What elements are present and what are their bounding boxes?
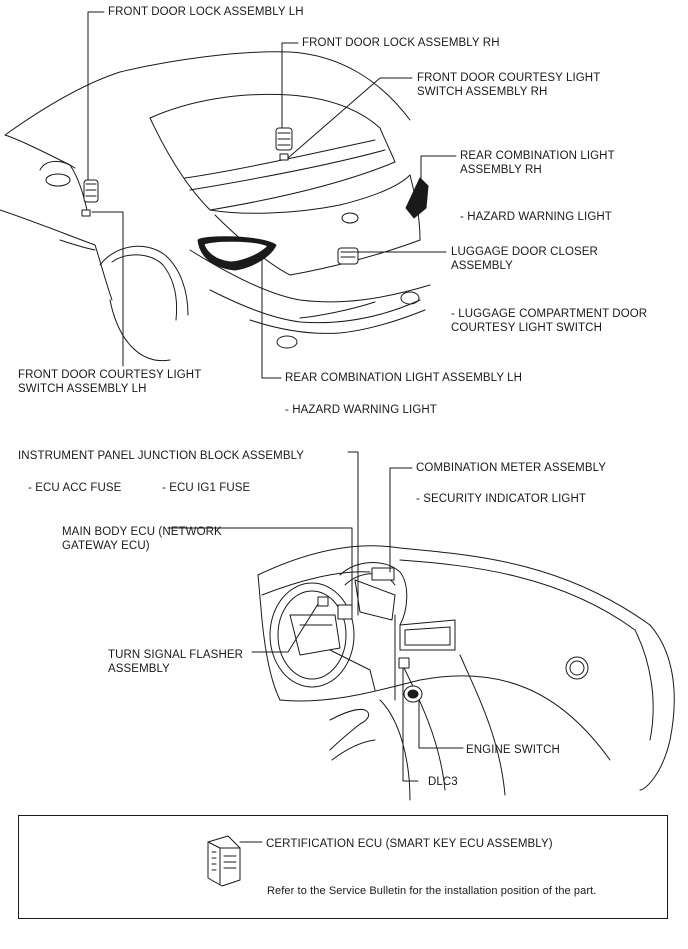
- label-security-indicator: - SECURITY INDICATOR LIGHT: [416, 493, 587, 505]
- label-rear-combination-rh-line2: ASSEMBLY RH: [460, 164, 542, 176]
- label-engine-switch: ENGINE SWITCH: [466, 744, 560, 756]
- label-front-door-lock-lh: FRONT DOOR LOCK ASSEMBLY LH: [108, 6, 304, 18]
- label-courtesy-switch-rh-line1: FRONT DOOR COURTESY LIGHT: [417, 72, 601, 84]
- certification-ecu-icon: [207, 835, 263, 887]
- label-ecu-acc-fuse: - ECU ACC FUSE: [28, 482, 122, 494]
- label-combination-meter: COMBINATION METER ASSEMBLY: [416, 462, 607, 474]
- label-rear-combination-lh: REAR COMBINATION LIGHT ASSEMBLY LH: [285, 372, 523, 384]
- label-luggage-switch-line1: - LUGGAGE COMPARTMENT DOOR: [451, 308, 648, 320]
- label-turn-flasher-line2: ASSEMBLY: [108, 663, 170, 675]
- label-luggage-switch-line2: COURTESY LIGHT SWITCH: [451, 322, 602, 334]
- label-courtesy-switch-lh-line1: FRONT DOOR COURTESY LIGHT: [18, 369, 202, 381]
- label-service-note: Refer to the Service Bulletin for the in…: [267, 885, 597, 897]
- dashboard-illustration: [257, 545, 675, 801]
- label-hazard-warning-rh: - HAZARD WARNING LIGHT: [460, 211, 612, 223]
- label-main-body-ecu-line2: GATEWAY ECU): [62, 540, 150, 552]
- label-hazard-warning-lh: - HAZARD WARNING LIGHT: [285, 404, 437, 416]
- label-dlc3: DLC3: [428, 776, 458, 788]
- label-ip-junction-block: INSTRUMENT PANEL JUNCTION BLOCK ASSEMBLY: [18, 450, 305, 462]
- label-certification-ecu: CERTIFICATION ECU (SMART KEY ECU ASSEMBL…: [266, 838, 553, 850]
- label-ecu-ig1-fuse: - ECU IG1 FUSE: [162, 482, 251, 494]
- car-rear-illustration: [0, 51, 431, 362]
- label-turn-flasher-line1: TURN SIGNAL FLASHER: [108, 649, 244, 661]
- certification-ecu-box: [18, 815, 668, 919]
- label-luggage-closer-line1: LUGGAGE DOOR CLOSER: [451, 246, 598, 258]
- label-luggage-closer-line2: ASSEMBLY: [451, 260, 513, 272]
- car-leader-lines: [87, 11, 457, 379]
- label-front-door-lock-rh: FRONT DOOR LOCK ASSEMBLY RH: [302, 37, 500, 49]
- label-courtesy-switch-lh-line2: SWITCH ASSEMBLY LH: [18, 383, 147, 395]
- label-main-body-ecu-line1: MAIN BODY ECU (NETWORK: [62, 526, 222, 538]
- dashboard-leader-lines: [167, 451, 464, 782]
- label-rear-combination-rh-line1: REAR COMBINATION LIGHT: [460, 150, 615, 162]
- label-courtesy-switch-rh-line2: SWITCH ASSEMBLY RH: [417, 86, 548, 98]
